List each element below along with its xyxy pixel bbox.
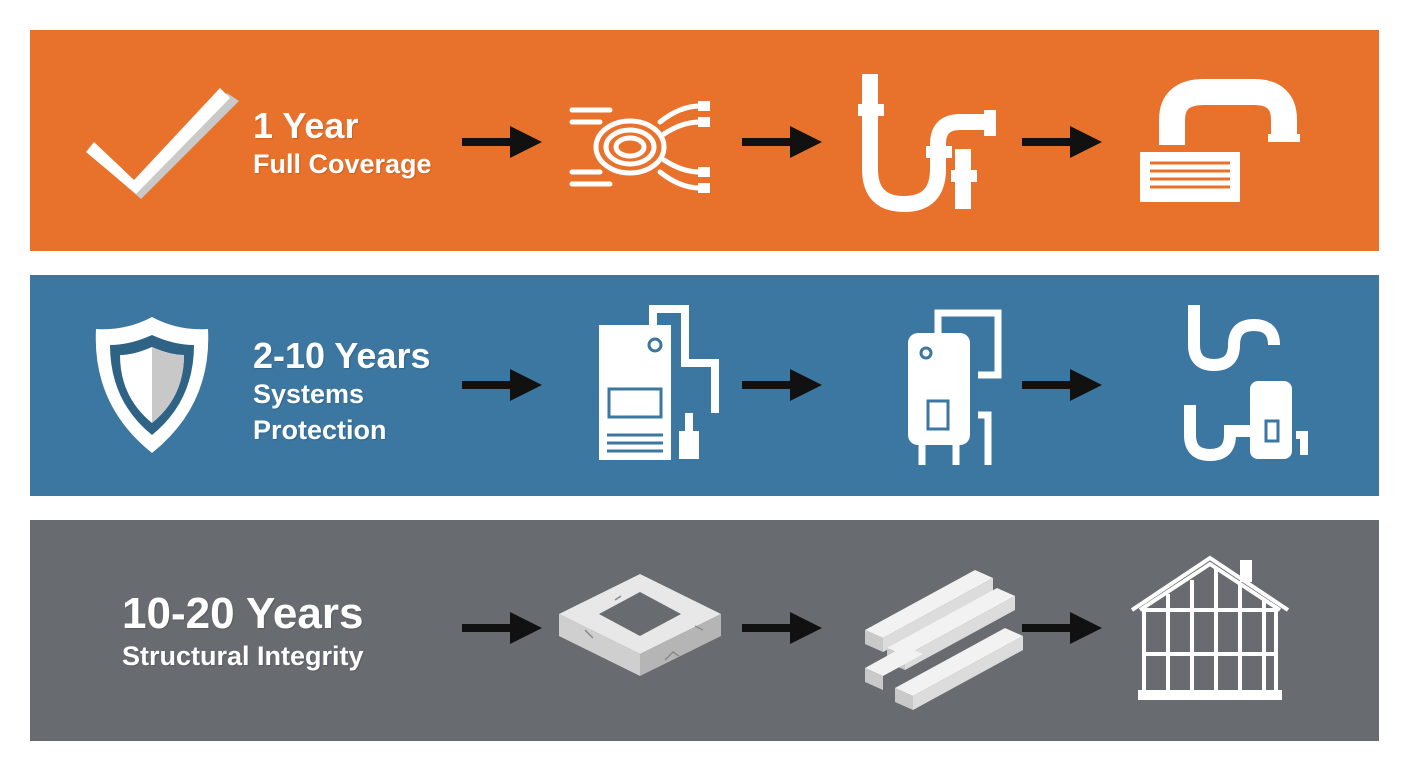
water-heater-icon — [898, 305, 1013, 470]
tier-3-title: 10-20 Years — [122, 589, 364, 638]
checkmark-icon — [86, 82, 239, 199]
tier-3-subtitle: Structural Integrity — [122, 641, 364, 671]
tier-2-subtitle: Systems Protection — [253, 379, 387, 445]
shield-icon — [90, 313, 215, 458]
tier-3-band: 10-20 Years Structural Integrity — [30, 520, 1379, 741]
tier-1-band: 1 Year Full Coverage — [30, 30, 1379, 251]
furnace-icon — [595, 303, 730, 468]
tier-1-subtitle: Full Coverage — [253, 149, 432, 179]
tier-2-band: 2-10 Years Systems Protection — [30, 275, 1379, 496]
arrow-icon — [742, 367, 822, 403]
lumber-beams-icon — [845, 560, 1030, 710]
arrow-icon — [462, 610, 542, 646]
tier-1-title: 1 Year — [253, 105, 359, 146]
arrow-icon — [742, 124, 822, 160]
arrow-icon — [1022, 124, 1102, 160]
concrete-foundation-icon — [555, 570, 725, 680]
house-framing-icon — [1128, 554, 1293, 704]
arrow-icon — [1022, 367, 1102, 403]
tier-2-title: 2-10 Years — [253, 335, 431, 376]
hvac-ductwork-icon — [1134, 79, 1300, 205]
arrow-icon — [462, 367, 542, 403]
arrow-icon — [1022, 610, 1102, 646]
arrow-icon — [742, 610, 822, 646]
plumbing-and-water-heater-icon — [1154, 305, 1314, 470]
plumbing-pipes-icon — [858, 74, 998, 214]
arrow-icon — [462, 124, 542, 160]
electrical-wiring-icon — [569, 92, 715, 202]
